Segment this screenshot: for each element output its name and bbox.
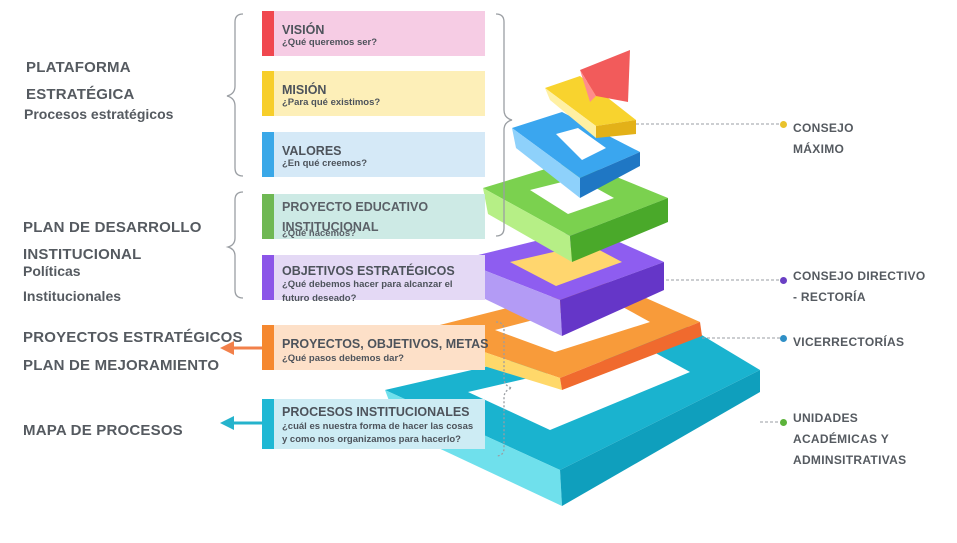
card-accent-bar [262,194,274,239]
card-proyecto-educativo: PROYECTO EDUCATIVO INSTITUCIONAL ¿Qué ha… [262,194,485,239]
card-question-line1: ¿Qué debemos hacer para alcanzar el [282,279,453,290]
dot-consejo-maximo [780,121,787,128]
plan-desarrollo-sub1: Políticas [23,263,81,279]
brace-right-bottom [495,321,513,457]
right-label-line: CONSEJO [793,121,854,135]
card-accent-bar [262,132,274,177]
card-vision: VISIÓN ¿Qué queremos ser? [262,11,485,56]
card-valores: VALORES ¿En qué creemos? [262,132,485,177]
card-title: PROCESOS INSTITUCIONALES [282,405,470,419]
arrow-left-icon [220,341,262,355]
card-title: MISIÓN [282,83,327,97]
plan-desarrollo-sub2: Institucionales [23,288,122,304]
right-label-consejo-maximo: CONSEJO MÁXIMO [793,118,854,160]
right-label-consejo-directivo: CONSEJO DIRECTIVO - RECTORÍA [793,266,925,308]
plataforma-line2: ESTRATÉGICA [26,86,135,103]
card-question: ¿Qué pasos debemos dar? [282,353,404,364]
right-label-line: - RECTORÍA [793,290,866,304]
card-accent-bar [262,399,274,449]
dot-consejo-directivo [780,277,787,284]
card-question: ¿Para qué existimos? [282,97,381,108]
card-question-line2: y como nos organizamos para hacerlo? [282,434,461,445]
card-title-line1: PROYECTO EDUCATIVO [282,200,429,214]
right-label-vicerrectorias: VICERRECTORÍAS [793,332,904,353]
card-accent-bar [262,11,274,56]
plataforma-line1: PLATAFORMA [26,59,131,76]
card-title: VALORES [282,144,342,158]
card-procesos-institucionales: PROCESOS INSTITUCIONALES ¿cuál es nuestr… [262,399,485,449]
brace-left-mid [225,191,244,299]
card-accent-bar [262,325,274,370]
dot-vicerrectorias [780,335,787,342]
plan-desarrollo-line2: INSTITUCIONAL [23,246,142,263]
mapa-procesos-label: MAPA DE PROCESOS [23,422,183,439]
plan-desarrollo-line1: PLAN DE DESARROLLO [23,219,202,236]
card-title: OBJETIVOS ESTRATÉGICOS [282,264,455,278]
plataforma-sub: Procesos estratégicos [24,106,174,122]
card-mision: MISIÓN ¿Para qué existimos? [262,71,485,116]
card-title: VISIÓN [282,23,325,37]
card-title: PROYECTOS, OBJETIVOS, METAS [282,337,489,351]
right-label-line: MÁXIMO [793,142,845,156]
dot-unidades [780,419,787,426]
pyramid-level-blue [512,112,640,198]
right-label-line: ADMINSITRATIVAS [793,453,907,467]
card-question-line1: ¿cuál es nuestra forma de hacer las cosa… [282,421,474,432]
card-title-line2: INSTITUCIONAL [282,220,379,234]
card-question: ¿Qué hacemos? [282,228,356,239]
brace-right-top [495,13,513,237]
proyectos-line2: PLAN DE MEJORAMIENTO [23,357,220,374]
right-label-line: ACADÉMICAS Y [793,432,890,446]
right-label-line: UNIDADES [793,411,859,425]
right-label-line: CONSEJO DIRECTIVO [793,269,926,283]
right-label-unidades: UNIDADES ACADÉMICAS Y ADMINSITRATIVAS [793,408,906,471]
card-proyectos-objetivos-metas: PROYECTOS, OBJETIVOS, METAS ¿Qué pasos d… [262,325,489,370]
card-question: ¿En qué creemos? [282,158,367,169]
card-objetivos-estrategicos: OBJETIVOS ESTRATÉGICOS ¿Qué debemos hace… [262,255,485,304]
arrow-left-icon [220,416,262,430]
pyramid-top-red [580,50,630,102]
right-label-line: VICERRECTORÍAS [793,335,905,349]
brace-left-top [226,13,244,177]
card-question: ¿Qué queremos ser? [282,37,378,48]
card-accent-bar [262,71,274,116]
card-question-line2: futuro deseado? [282,293,357,304]
card-accent-bar [262,255,274,300]
proyectos-line1: PROYECTOS ESTRATÉGICOS [23,329,243,346]
